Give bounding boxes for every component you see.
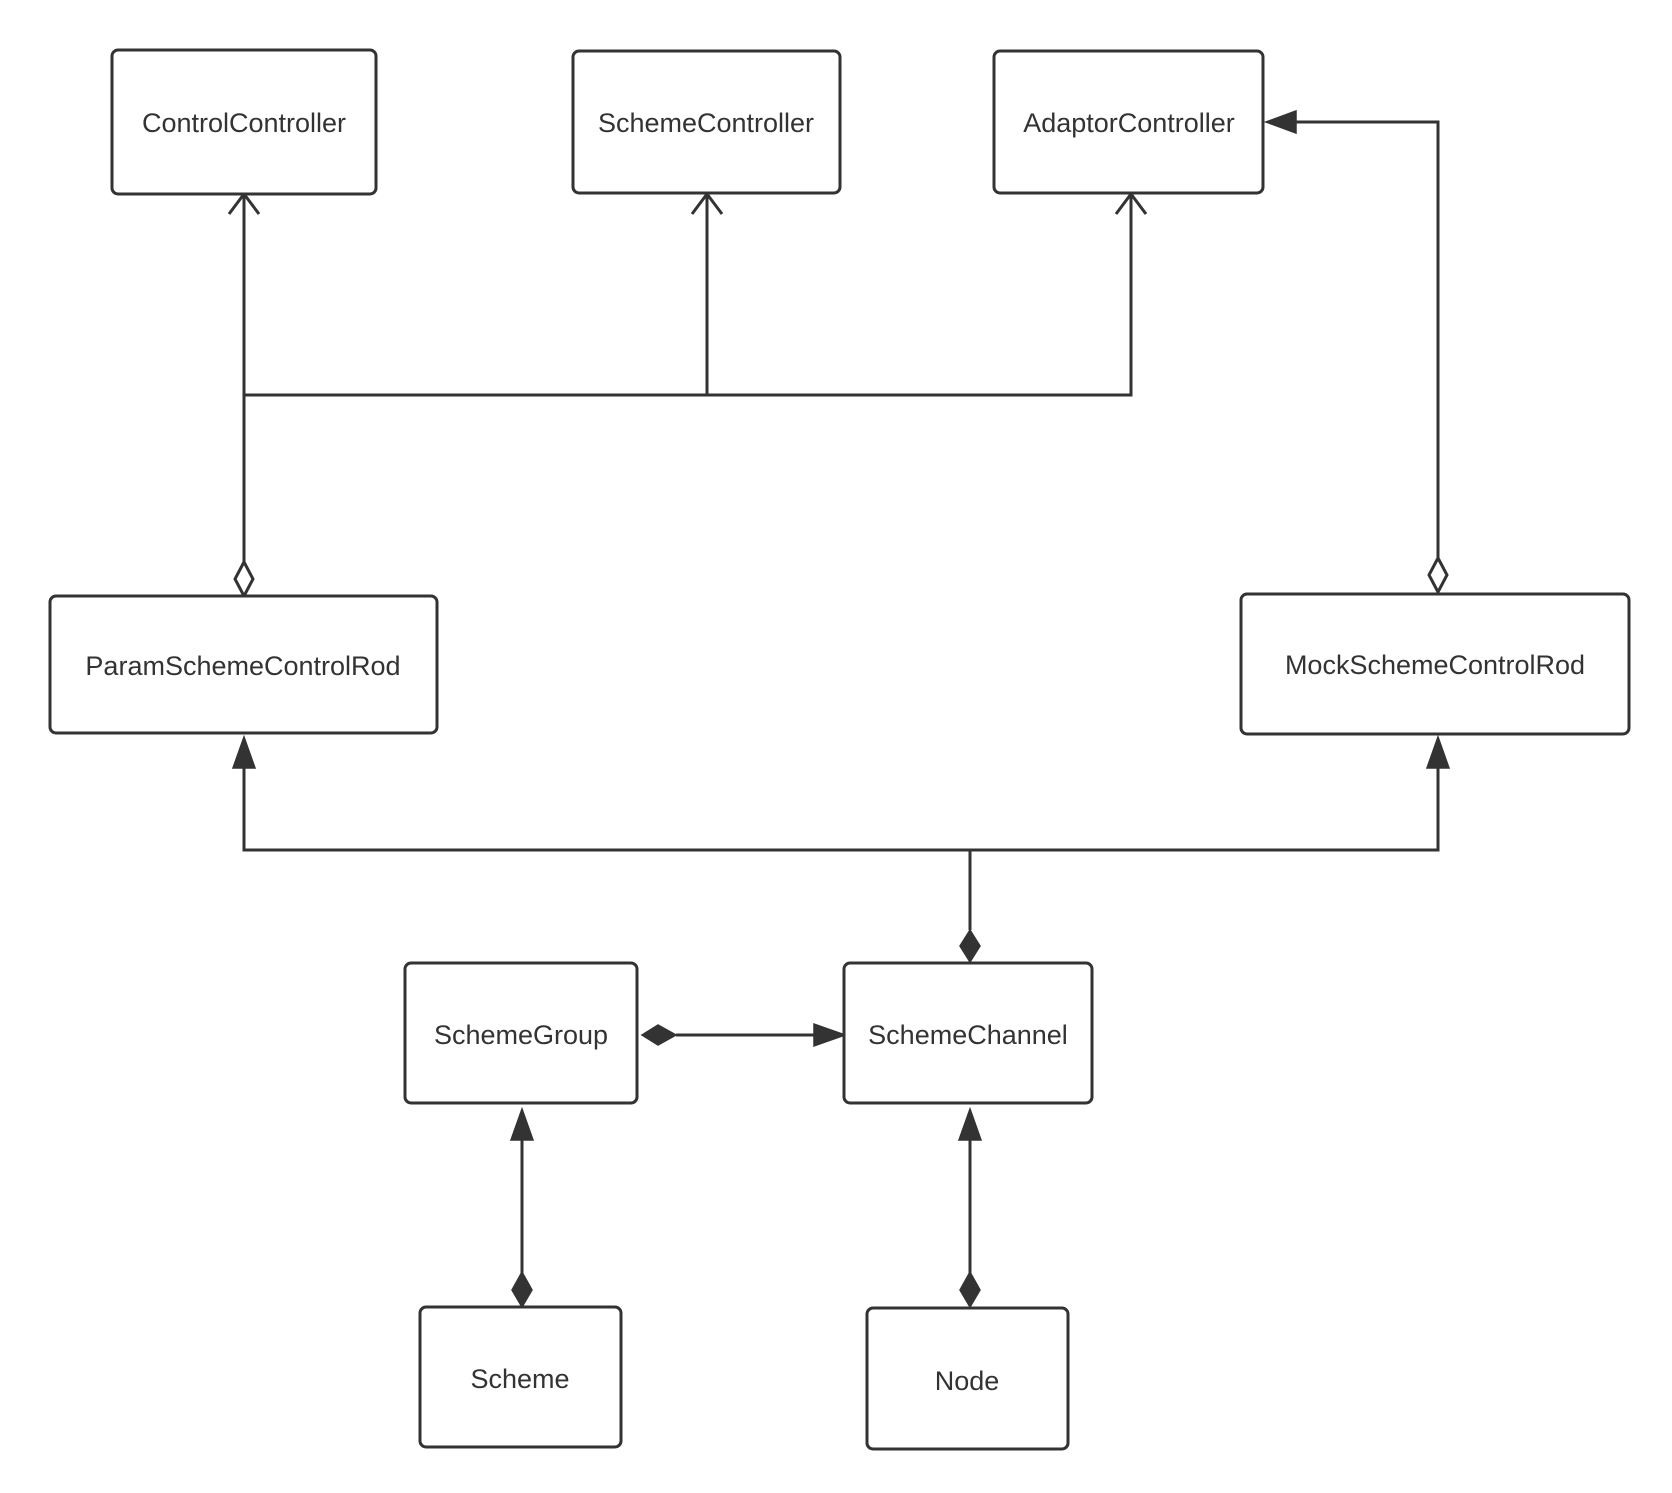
class-control-controller[interactable]: ControlController <box>110 48 378 196</box>
edge-channel-to-param-rod <box>242 765 972 930</box>
edge-param-to-adaptor-controller <box>707 196 1133 397</box>
class-scheme-controller-label: SchemeController <box>598 108 814 138</box>
class-control-controller-label: ControlController <box>142 108 346 138</box>
filled-arrowhead-scheme-channel-left <box>813 1022 848 1048</box>
class-scheme-channel[interactable]: SchemeChannel <box>842 961 1094 1105</box>
class-adaptor-controller[interactable]: AdaptorController <box>992 49 1265 195</box>
class-scheme[interactable]: Scheme <box>418 1305 623 1449</box>
hollow-diamond-mock-rod <box>1427 554 1449 596</box>
edge-markers <box>227 109 1451 1309</box>
class-scheme-group-label: SchemeGroup <box>434 1020 608 1050</box>
filled-arrowhead-mock-rod <box>1425 734 1451 769</box>
edge-param-to-scheme-controller <box>244 196 709 397</box>
filled-diamond-scheme-group-right <box>640 1024 678 1046</box>
filled-arrowhead-scheme-group-bottom <box>509 1106 535 1141</box>
filled-arrowhead-adaptor-controller <box>1263 109 1297 135</box>
filled-diamond-scheme-top <box>511 1270 533 1309</box>
class-node-label: Node <box>935 1366 1000 1396</box>
edges <box>242 120 1440 1274</box>
edge-mock-to-adaptor-controller <box>1268 120 1440 566</box>
hollow-diamond-param-rod <box>233 558 255 600</box>
class-scheme-controller[interactable]: SchemeController <box>571 49 842 195</box>
class-scheme-channel-label: SchemeChannel <box>868 1020 1068 1050</box>
filled-diamond-scheme-channel-top <box>959 928 981 964</box>
edge-channel-to-mock-rod <box>970 765 1440 852</box>
class-adaptor-controller-label: AdaptorController <box>1023 108 1235 138</box>
class-mock-scheme-control-rod-label: MockSchemeControlRod <box>1285 650 1585 680</box>
class-param-scheme-control-rod[interactable]: ParamSchemeControlRod <box>48 594 439 735</box>
class-scheme-label: Scheme <box>470 1364 569 1394</box>
class-scheme-group[interactable]: SchemeGroup <box>403 961 639 1105</box>
class-node[interactable]: Node <box>865 1306 1070 1451</box>
filled-arrowhead-scheme-channel-bottom <box>957 1106 983 1141</box>
filled-diamond-node-top <box>959 1270 981 1309</box>
class-param-scheme-control-rod-label: ParamSchemeControlRod <box>85 651 400 681</box>
class-mock-scheme-control-rod[interactable]: MockSchemeControlRod <box>1239 592 1631 736</box>
filled-arrowhead-param-rod <box>231 734 257 769</box>
